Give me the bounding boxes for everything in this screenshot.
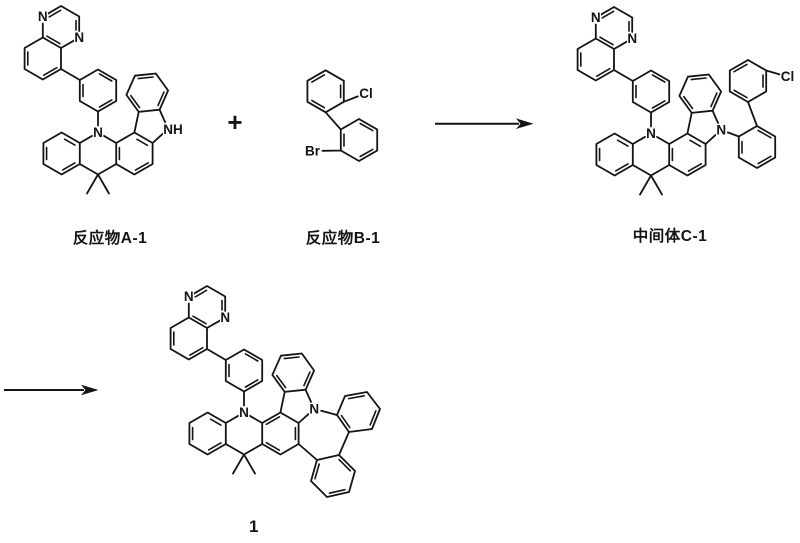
reactant-a1-structure: NH xyxy=(23,4,184,195)
plus-sign: + xyxy=(227,107,243,137)
intermediate-c1-structure: N Cl xyxy=(576,5,796,196)
atom-label-carbazole-nh: NH xyxy=(163,122,183,137)
reactant-b1-structure: Cl Br xyxy=(304,69,379,162)
atom-label-b1-bromine: Br xyxy=(305,144,321,159)
atom-label-product-azepine-n: N xyxy=(309,401,319,416)
reaction-arrow-2 xyxy=(4,384,99,396)
label-reactant-b1: 反应物B-1 xyxy=(305,230,381,247)
reaction-arrow-1 xyxy=(435,118,534,129)
label-product-1: 1 xyxy=(249,517,259,536)
label-intermediate-c1: 中间体C-1 xyxy=(632,228,708,245)
atom-label-c1-chlorine: Cl xyxy=(781,69,795,84)
atom-label-c1-carbazole-n: N xyxy=(716,122,726,137)
product-1-structure: N xyxy=(169,284,381,498)
atom-label-b1-chlorine: Cl xyxy=(359,86,373,101)
label-reactant-a1: 反应物A-1 xyxy=(72,230,148,247)
